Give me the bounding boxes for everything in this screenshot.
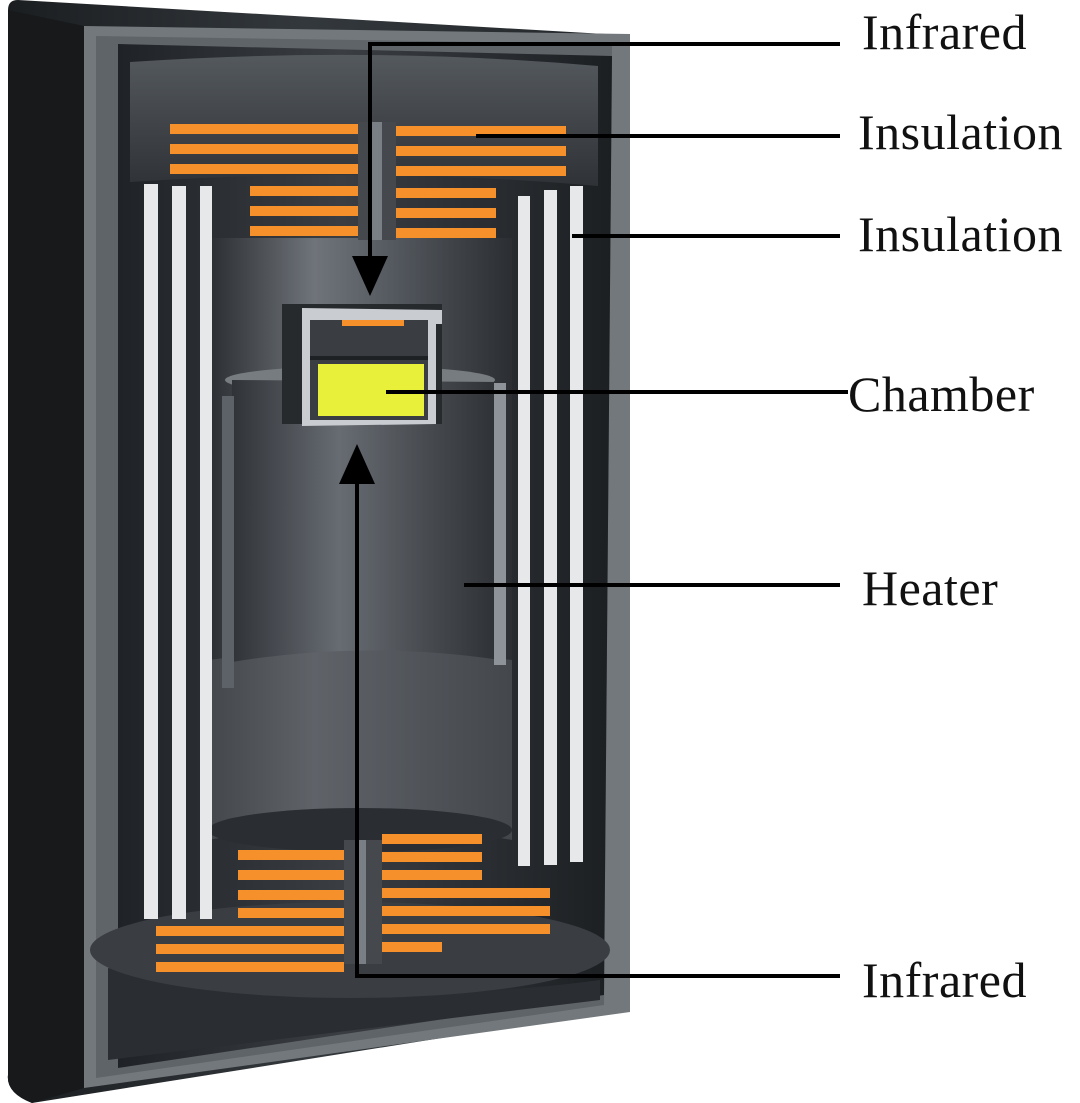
- insulation-tube: [570, 186, 583, 862]
- label-insulation-lower: Insulation: [858, 206, 1063, 262]
- label-infrared-top: Infrared: [862, 4, 1027, 60]
- plate-gap-bottom-shine: [356, 840, 366, 964]
- insulation-tube: [144, 184, 158, 919]
- insulation-plate: [250, 226, 358, 236]
- insulation-plate: [396, 166, 566, 176]
- insulation-plate: [396, 146, 566, 156]
- insulation-tube: [172, 186, 186, 919]
- plate-gap-top-shine: [372, 122, 382, 240]
- label-infrared-bottom: Infrared: [862, 952, 1027, 1008]
- heater-shell: [232, 380, 500, 662]
- casing-left-face: [7, 10, 84, 1103]
- arrow-head-icon: [339, 444, 375, 484]
- sample-chamber: [282, 304, 442, 426]
- insulation-tubes-left: [144, 184, 212, 919]
- insulation-plate: [396, 208, 496, 218]
- insulation-plate: [382, 834, 482, 844]
- leader-lines: [355, 42, 848, 978]
- label-insulation-upper: Insulation: [858, 104, 1063, 160]
- insulation-plate: [396, 228, 496, 238]
- insulation-plate: [250, 206, 358, 216]
- insulation-plate: [396, 126, 566, 136]
- insulation-plates-bottom: [156, 834, 550, 972]
- insulation-plate: [156, 962, 344, 972]
- insulation-plate: [170, 124, 358, 134]
- insulation-plate: [238, 870, 344, 880]
- leader-infrared-bottom: [355, 478, 840, 978]
- insulation-tube: [200, 186, 212, 919]
- insulation-plate: [156, 944, 344, 954]
- heater-strip-left: [222, 396, 234, 688]
- arrow-head-icon: [352, 256, 388, 296]
- insulation-plates-top: [170, 122, 566, 240]
- leader-infrared-top: [368, 42, 840, 268]
- insulation-plate: [238, 908, 344, 918]
- insulation-plate: [396, 188, 496, 198]
- insulation-plate: [238, 850, 344, 860]
- insulation-tubes-right: [518, 186, 583, 866]
- label-heater: Heater: [862, 560, 999, 616]
- insulation-plate: [382, 870, 482, 880]
- chamber-lid-heater: [342, 320, 404, 326]
- insulation-plate: [156, 926, 344, 936]
- insulation-plate: [170, 144, 358, 154]
- insulation-plate: [382, 906, 550, 916]
- insulation-tube: [544, 190, 557, 865]
- insulation-tube: [518, 196, 530, 866]
- heater-strip-right: [494, 383, 506, 665]
- insulation-plate: [382, 942, 442, 952]
- insulation-plate: [382, 888, 550, 898]
- insulation-plate: [250, 186, 358, 196]
- infrared-arrows: [339, 256, 388, 484]
- chamber-divider: [310, 356, 428, 360]
- label-chamber: Chamber: [848, 366, 1035, 422]
- insulation-plate: [238, 890, 344, 900]
- insulation-plate: [382, 924, 550, 934]
- cylinder-lower: [208, 650, 512, 840]
- insulation-plate: [382, 852, 482, 862]
- insulation-plate: [170, 164, 358, 174]
